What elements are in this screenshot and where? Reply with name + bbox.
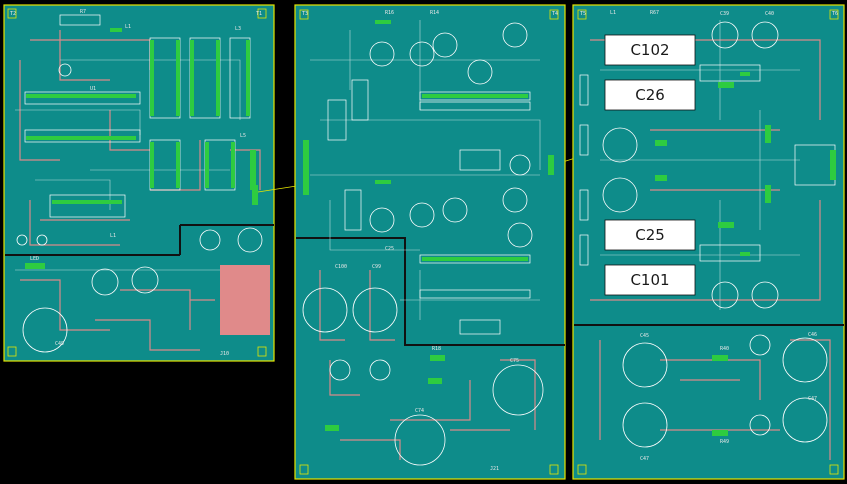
svg-text:R14: R14: [430, 10, 439, 16]
svg-text:L1: L1: [125, 24, 131, 30]
svg-text:R40: R40: [720, 346, 729, 352]
svg-text:C99: C99: [372, 264, 381, 270]
svg-text:U1: U1: [90, 86, 96, 92]
svg-text:C47: C47: [640, 456, 649, 462]
tp-t4-label: T4: [552, 11, 558, 17]
svg-text:C25: C25: [385, 246, 394, 252]
svg-text:LED: LED: [30, 256, 39, 262]
svg-text:C40: C40: [765, 11, 774, 17]
svg-text:C46: C46: [808, 332, 817, 338]
cap-label-c25: C25: [635, 226, 665, 244]
tp-t6-label: T6: [832, 11, 838, 17]
cap-label-c26: C26: [635, 86, 665, 104]
svg-text:C49: C49: [55, 341, 64, 347]
svg-text:R16: R16: [385, 10, 394, 16]
svg-text:J21: J21: [490, 466, 499, 472]
tp-t1-label: T1: [256, 11, 262, 17]
svg-text:C47: C47: [808, 396, 817, 402]
svg-text:R49: R49: [720, 439, 729, 445]
svg-text:L1: L1: [110, 233, 116, 239]
svg-text:R18: R18: [432, 346, 441, 352]
tp-t2-label: T2: [10, 11, 16, 17]
svg-text:C45: C45: [640, 333, 649, 339]
board-middle: R16 R14 C25 C100 C99 R18 C74 C75 J21: [294, 4, 566, 480]
svg-text:R7: R7: [80, 9, 86, 15]
svg-text:L3: L3: [235, 26, 241, 32]
svg-text:C39: C39: [720, 11, 729, 17]
svg-text:R67: R67: [650, 10, 659, 16]
cap-label-c102: C102: [630, 41, 669, 59]
svg-text:J10: J10: [220, 351, 229, 357]
svg-text:L5: L5: [240, 133, 246, 139]
tp-t3-label: T3: [302, 11, 308, 17]
svg-text:C75: C75: [510, 358, 519, 364]
tp-t5-label: T5: [580, 11, 586, 17]
svg-text:L1: L1: [610, 10, 616, 16]
svg-text:C74: C74: [415, 408, 424, 414]
board-left: R7 L1 L3 U1 LED L5 L1 C49 J10: [3, 4, 275, 362]
svg-text:C100: C100: [335, 264, 347, 270]
board-right: C102 C26 C25 C101: [572, 4, 845, 480]
cap-label-c101: C101: [630, 271, 669, 289]
